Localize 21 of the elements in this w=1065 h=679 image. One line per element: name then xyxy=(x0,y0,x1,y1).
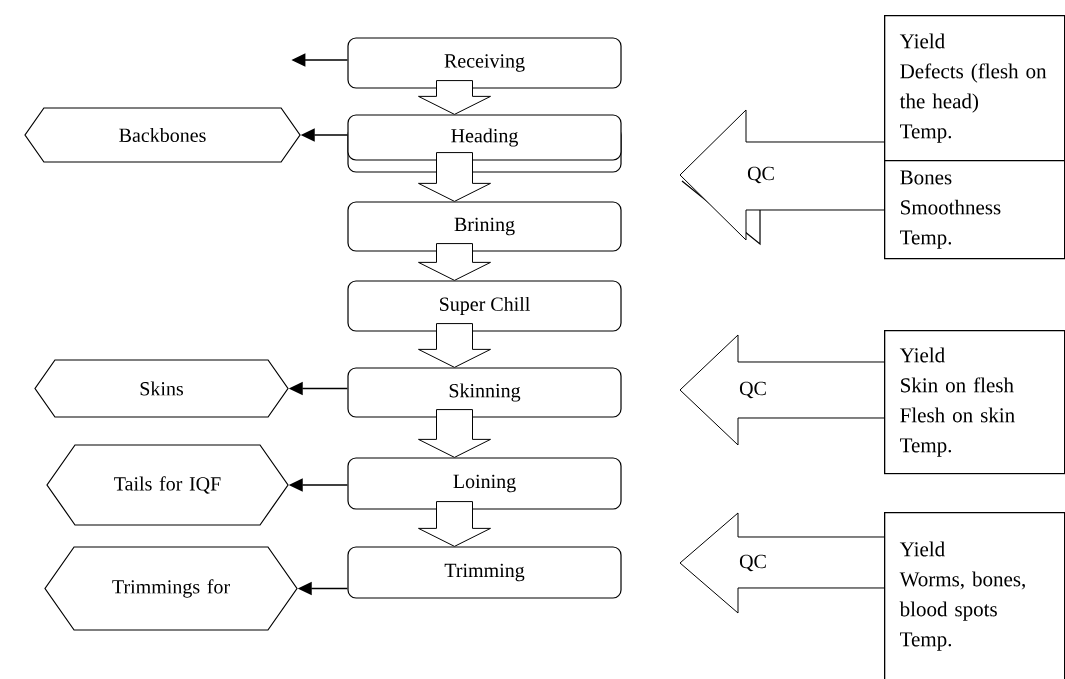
hexagon: Skins xyxy=(34,359,289,418)
block-arrow xyxy=(418,80,491,115)
process-box: Brining xyxy=(347,201,622,252)
process-box: Heading xyxy=(347,114,622,173)
hexagon: Trimmings for xyxy=(44,546,298,631)
block-arrow xyxy=(418,501,491,547)
block-arrow xyxy=(418,152,491,202)
process-box: Trimming xyxy=(347,546,622,599)
process-box: Receiving xyxy=(347,37,622,89)
block-arrow xyxy=(418,323,491,368)
process-box: Super Chill xyxy=(347,280,622,332)
text-box: Yield Worms, bones, blood spots Temp. xyxy=(884,512,1065,679)
text-box: Yield Defects (flesh on the head) Temp. xyxy=(884,15,1065,162)
block-arrow xyxy=(418,243,491,281)
text-box: Yield Skin on flesh Flesh on skin Temp. xyxy=(884,330,1065,475)
process-box: Skinning xyxy=(347,367,622,418)
hexagon: Backbones xyxy=(24,107,301,163)
process-box: Loining xyxy=(347,457,622,510)
block-arrow xyxy=(418,409,491,458)
text-box: Bones Smoothness Temp. xyxy=(884,160,1065,260)
hexagon: Tails for IQF xyxy=(46,444,289,526)
